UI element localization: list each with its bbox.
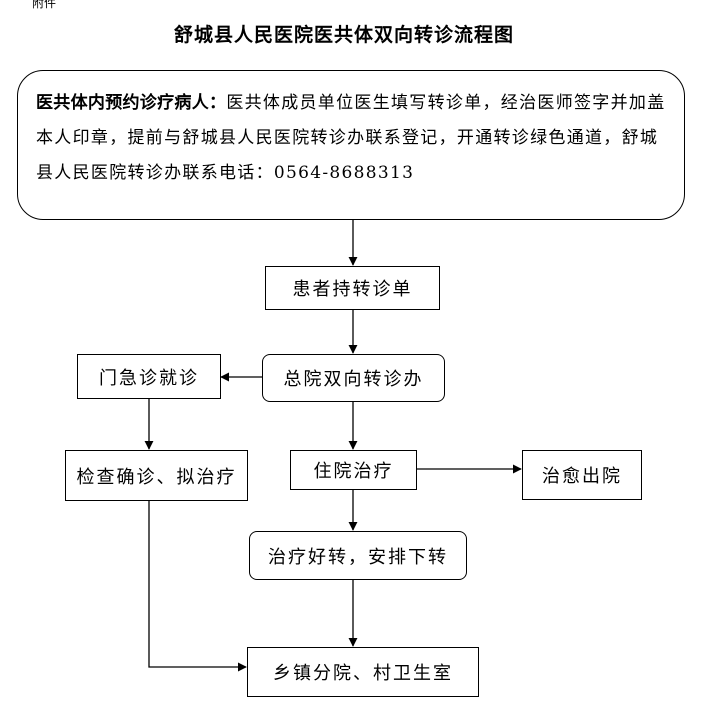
node-hold-referral: 患者持转诊单 bbox=[265, 266, 440, 310]
page-title: 舒城县人民医院医共体双向转诊流程图 bbox=[173, 24, 514, 46]
node-township: 乡镇分院、村卫生室 bbox=[247, 647, 479, 697]
intro-label: 医共体内预约诊疗病人： bbox=[36, 93, 227, 113]
intro-text: 医共体成员单位医生填写转诊单，经治医师签字并加盖本人印章，提前与舒城县人民医院转… bbox=[36, 93, 666, 183]
node-referral-office: 总院双向转诊办 bbox=[262, 354, 445, 402]
intro-box: 医共体内预约诊疗病人：医共体成员单位医生填写转诊单，经治医师签字并加盖本人印章，… bbox=[17, 70, 685, 220]
node-inpatient: 住院治疗 bbox=[290, 450, 417, 490]
node-discharge: 治愈出院 bbox=[522, 450, 642, 500]
corner-note: 附件 bbox=[32, 0, 57, 10]
node-outpatient: 门急诊就诊 bbox=[77, 354, 221, 399]
arrow-check-to-township bbox=[148, 501, 247, 672]
node-improve: 治疗好转，安排下转 bbox=[249, 531, 467, 580]
node-check: 检查确诊、拟治疗 bbox=[65, 450, 248, 501]
